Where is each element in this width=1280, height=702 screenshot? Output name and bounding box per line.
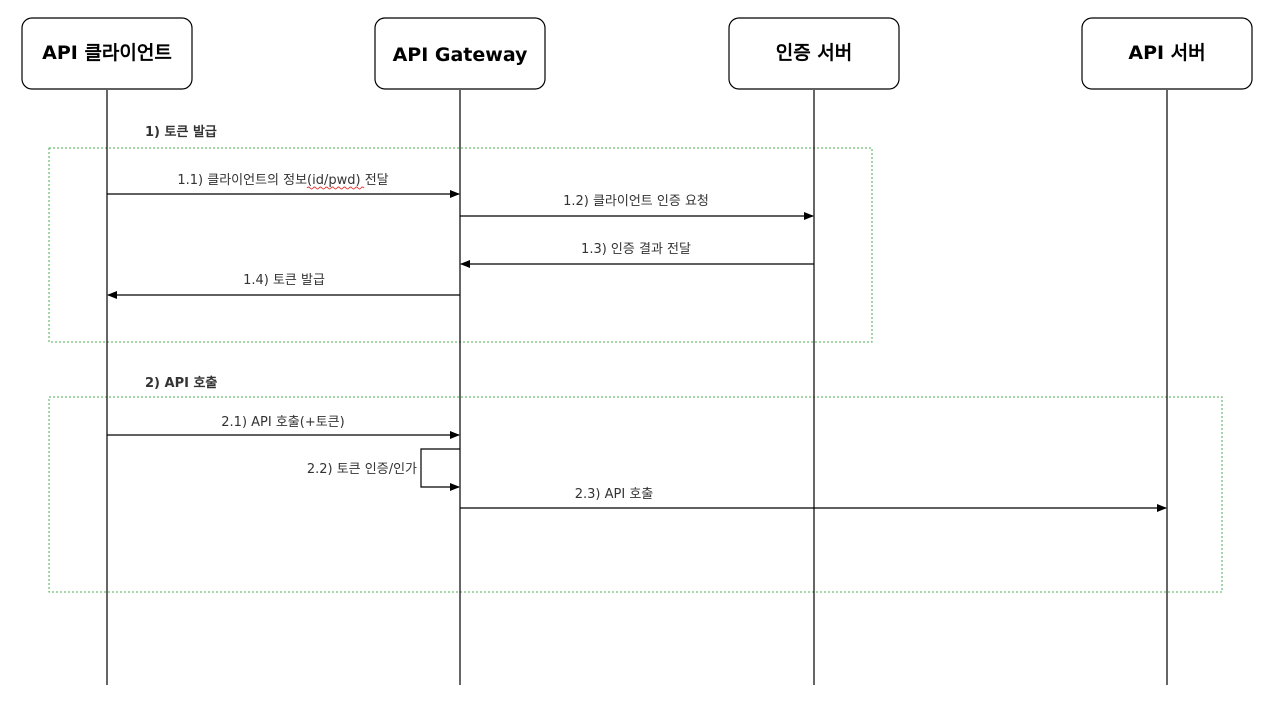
actor-label-api-client: API 클라이언트 — [42, 42, 172, 64]
actor-label-api-server: API 서버 — [1128, 42, 1205, 64]
frame-title-api-call: 2) API 호출 — [145, 375, 217, 391]
message-label-1-3: 1.3) 인증 결과 전달 — [581, 242, 691, 257]
message-label-2-1: 2.1) API 호출(+토큰) — [221, 415, 344, 430]
actor-label-auth-server: 인증 서버 — [776, 42, 853, 64]
actor-auth-server: 인증 서버 — [728, 17, 900, 90]
message-arrow-2-2-self — [420, 448, 460, 491]
frame-title-token-issue: 1) 토큰 발급 — [145, 124, 217, 140]
actor-api-gateway: API Gateway — [374, 17, 546, 90]
message-label-2-3: 2.3) API 호출 — [575, 487, 654, 502]
spellcheck-underline — [306, 186, 365, 190]
message-label-1-2: 1.2) 클라이언트 인증 요청 — [563, 194, 709, 209]
message-label-1-1: 1.1) 클라이언트의 정보(id/pwd) 전달 — [177, 173, 388, 188]
actor-label-api-gateway: API Gateway — [393, 44, 528, 66]
actor-api-client: API 클라이언트 — [21, 17, 193, 90]
message-label-2-2: 2.2) 토큰 인증/인가 — [307, 462, 417, 477]
message-label-1-4: 1.4) 토큰 발급 — [243, 273, 325, 288]
actor-api-server: API 서버 — [1081, 17, 1253, 90]
